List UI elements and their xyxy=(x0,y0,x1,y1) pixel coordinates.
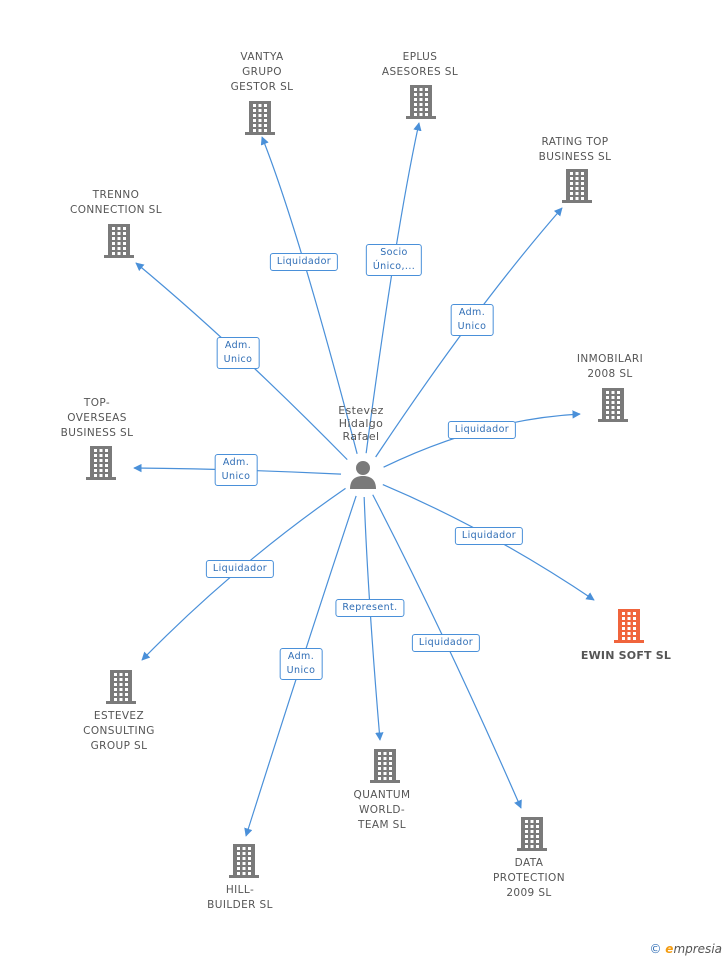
company-name-line: CONNECTION SL xyxy=(70,204,162,216)
company-name-line: WORLD- xyxy=(358,804,406,816)
relation-label[interactable]: Adm. Unico xyxy=(214,454,258,486)
company-name[interactable]: QUANTUM WORLD- TEAM SL xyxy=(354,788,411,833)
company-name-line: TOP- xyxy=(83,397,111,409)
relation-label-line: Unico xyxy=(223,354,253,365)
relation-label-line: Unico xyxy=(457,321,487,332)
company-name-line: RATING TOP xyxy=(541,136,609,148)
relation-label-line: Unico xyxy=(221,471,251,482)
relation-label[interactable]: Represent. xyxy=(335,599,405,617)
relation-label-line: Único,... xyxy=(372,261,416,272)
company-name[interactable]: EWIN SOFT SL xyxy=(581,648,671,663)
company-name[interactable]: INMOBILARI 2008 SL xyxy=(577,352,643,382)
relation-label-line: Liquidador xyxy=(276,256,332,267)
copyright-symbol: © xyxy=(649,942,662,956)
company-name-line: HILL- xyxy=(225,884,255,896)
building-icon-graphic xyxy=(370,749,400,783)
relation-label-line: Liquidador xyxy=(212,563,268,574)
relation-label[interactable]: Liquidador xyxy=(454,527,524,545)
building-icon-graphic xyxy=(598,388,628,422)
company-name-line: GESTOR SL xyxy=(230,81,294,93)
company-name[interactable]: DATA PROTECTION 2009 SL xyxy=(493,856,565,901)
building-icon-graphic xyxy=(614,609,644,643)
relation-label[interactable]: Adm. Unico xyxy=(279,648,323,680)
brand-logo-initial: e xyxy=(665,942,674,956)
company-name-line: ESTEVEZ xyxy=(93,710,145,722)
building-icon[interactable] xyxy=(104,224,134,262)
company-name-line: CONSULTING xyxy=(83,725,155,737)
person-name-line: Estevez xyxy=(338,404,384,417)
building-icon-graphic xyxy=(517,817,547,851)
relation-label[interactable]: Adm. Unico xyxy=(216,337,260,369)
relation-label-line: Adm. xyxy=(222,457,250,468)
building-icon-graphic xyxy=(406,85,436,119)
company-name[interactable]: HILL- BUILDER SL xyxy=(207,883,273,913)
company-name-line: OVERSEAS xyxy=(67,412,127,424)
building-icon[interactable] xyxy=(614,609,644,647)
building-icon-graphic xyxy=(562,169,592,203)
relation-label-line: Adm. xyxy=(224,340,252,351)
brand-logo-text: mpresia xyxy=(673,942,722,956)
company-name[interactable]: VANTYA GRUPO GESTOR SL xyxy=(231,50,294,95)
company-name-line: 2009 SL xyxy=(506,887,552,899)
company-name-line: INMOBILARI xyxy=(576,353,644,365)
company-name-line: QUANTUM xyxy=(353,789,411,801)
building-icon[interactable] xyxy=(598,388,628,426)
relation-label-line: Represent. xyxy=(342,602,398,613)
person-name-line: Rafael xyxy=(342,430,380,443)
building-icon[interactable] xyxy=(245,101,275,139)
company-name[interactable]: TOP- OVERSEAS BUSINESS SL xyxy=(61,396,134,441)
building-icon[interactable] xyxy=(106,670,136,708)
person-icon[interactable] xyxy=(348,459,378,493)
building-icon-graphic xyxy=(104,224,134,258)
company-name-line: GROUP SL xyxy=(90,740,148,752)
company-name-line: BUSINESS SL xyxy=(538,151,612,163)
building-icon[interactable] xyxy=(229,844,259,882)
building-icon[interactable] xyxy=(406,85,436,123)
relation-label-line: Unico xyxy=(286,665,316,676)
building-icon-graphic xyxy=(86,446,116,480)
company-name[interactable]: ESTEVEZ CONSULTING GROUP SL xyxy=(83,709,155,754)
building-icon-graphic xyxy=(245,101,275,135)
relation-label[interactable]: Liquidador xyxy=(205,560,275,578)
company-name-line: TEAM SL xyxy=(358,819,406,831)
relation-label-line: Liquidador xyxy=(461,530,517,541)
company-name-line: EWIN SOFT SL xyxy=(580,649,672,662)
company-name-line: BUSINESS SL xyxy=(60,427,134,439)
relation-label[interactable]: Liquidador xyxy=(447,421,517,439)
relation-edge xyxy=(363,496,384,741)
building-icon[interactable] xyxy=(517,817,547,855)
company-name-line: VANTYA xyxy=(240,51,284,63)
building-icon-graphic xyxy=(229,844,259,878)
company-name-line: EPLUS xyxy=(402,51,438,63)
building-icon-graphic xyxy=(106,670,136,704)
company-name-line: TRENNO xyxy=(92,189,140,201)
building-icon[interactable] xyxy=(370,749,400,787)
company-name[interactable]: EPLUS ASESORES SL xyxy=(382,50,458,80)
relation-label-line: Liquidador xyxy=(418,637,474,648)
person-name-line: Hidalgo xyxy=(338,417,384,430)
relation-label-line: Adm. xyxy=(287,651,315,662)
company-name-line: 2008 SL xyxy=(587,368,633,380)
footer-brand[interactable]: © empresia xyxy=(649,942,722,956)
relation-label[interactable]: Liquidador xyxy=(411,634,481,652)
person-name[interactable]: Estevez Hidalgo Rafael xyxy=(338,404,384,443)
company-name[interactable]: TRENNO CONNECTION SL xyxy=(70,188,162,218)
building-icon[interactable] xyxy=(562,169,592,207)
building-icon[interactable] xyxy=(86,446,116,484)
relation-label-line: Adm. xyxy=(458,307,486,318)
company-name-line: BUILDER SL xyxy=(207,899,273,911)
relation-label[interactable]: Adm. Unico xyxy=(450,304,494,336)
company-name-line: GRUPO xyxy=(242,66,282,78)
company-name-line: ASESORES SL xyxy=(381,66,459,78)
company-name[interactable]: RATING TOP BUSINESS SL xyxy=(539,135,612,165)
relation-label[interactable]: Liquidador xyxy=(269,253,339,271)
company-name-line: PROTECTION xyxy=(493,872,565,884)
relation-label-line: Socio xyxy=(380,247,408,258)
relation-label-line: Liquidador xyxy=(454,424,510,435)
company-name-line: DATA xyxy=(514,857,544,869)
